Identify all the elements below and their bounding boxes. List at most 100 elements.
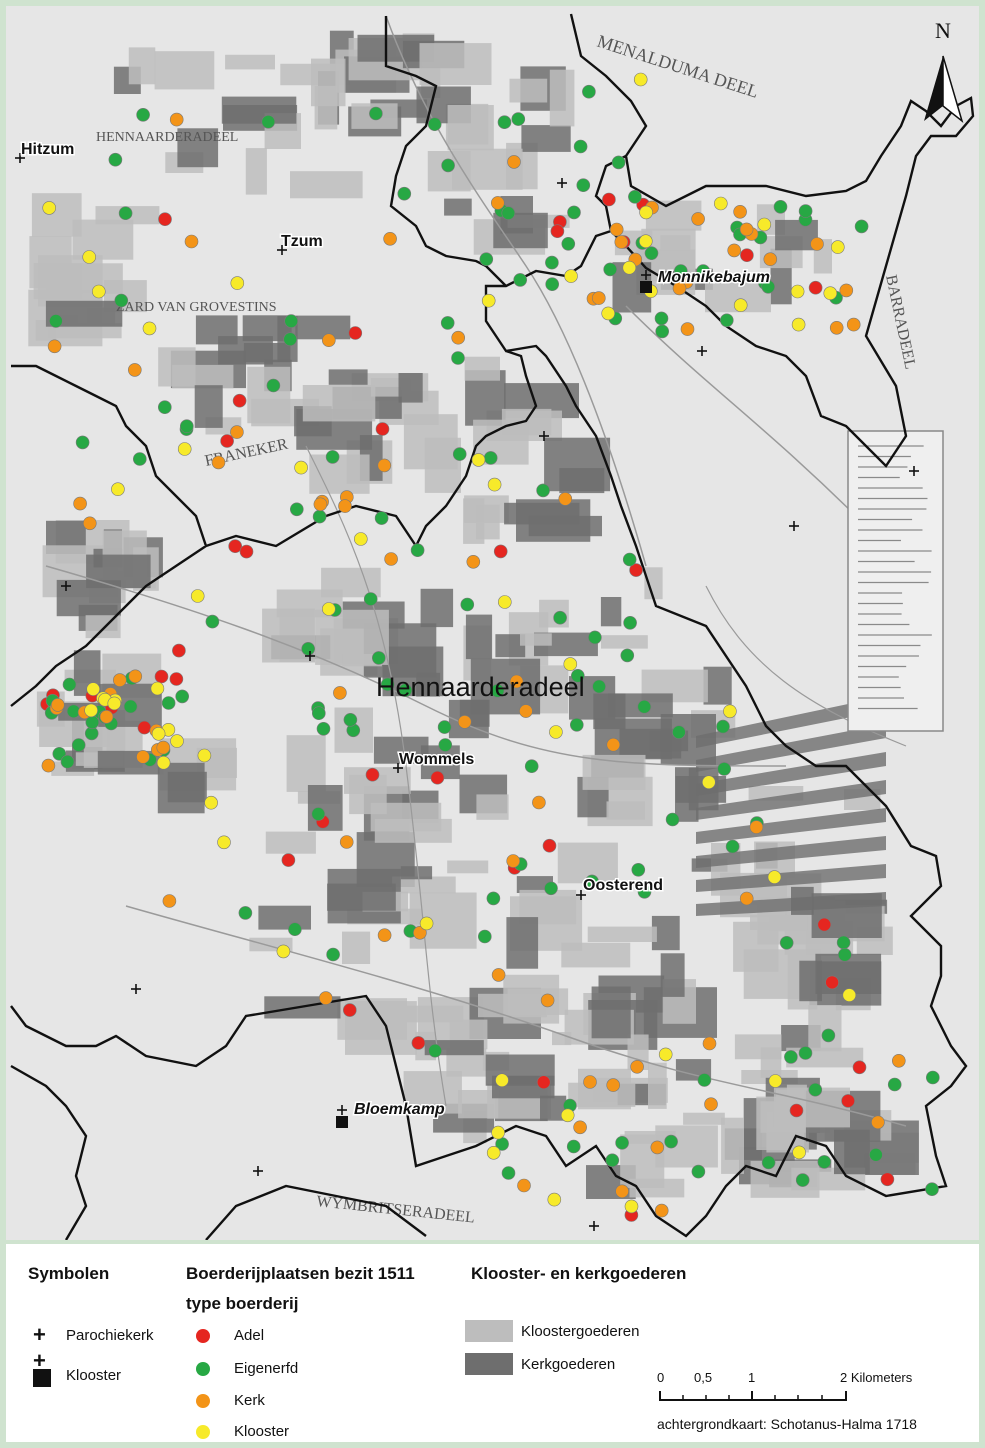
- estate-parcel: [311, 58, 346, 107]
- farm-point-eigenerfd: [623, 615, 637, 630]
- parochiekerk-symbol-unlabeled: [789, 521, 799, 531]
- farm-point-eigenerfd: [544, 881, 558, 896]
- symbol-monnikebajum-klooster: [640, 270, 652, 293]
- estate-parcel: [403, 1071, 462, 1114]
- estate-parcel: [85, 615, 121, 639]
- farm-point-kerk: [128, 363, 142, 377]
- estate-parcel: [509, 78, 548, 103]
- kloostergoederen-swatch: [465, 1320, 513, 1342]
- farm-point-eigenerfd: [719, 313, 734, 328]
- farm-point-eigenerfd: [501, 1166, 516, 1180]
- estate-parcel: [644, 567, 663, 600]
- legend-label-adel: Adel: [234, 1327, 265, 1344]
- estate-parcel: [600, 597, 622, 627]
- legend-goederen-title: Klooster- en kerkgoederen: [471, 1264, 687, 1283]
- farm-point-eigenerfd: [603, 262, 618, 277]
- farm-point-eigenerfd: [486, 891, 501, 906]
- farm-point-kerk: [184, 234, 199, 249]
- farm-point-eigenerfd: [62, 677, 77, 692]
- estate-parcel: [295, 315, 351, 340]
- farm-point-eigenerfd: [725, 839, 740, 854]
- farm-point-klooster: [86, 682, 100, 696]
- farm-point-adel: [172, 643, 186, 658]
- farm-point-eigenerfd: [158, 400, 172, 415]
- estate-parcel: [721, 1117, 744, 1174]
- parochiekerk-symbol-unlabeled: [61, 581, 71, 591]
- farm-point-eigenerfd: [180, 419, 194, 434]
- farm-point-kerk: [333, 686, 347, 700]
- farm-point-kerk: [609, 222, 624, 237]
- farm-point-eigenerfd: [75, 435, 90, 450]
- farm-point-eigenerfd: [477, 929, 492, 944]
- farm-point-eigenerfd: [798, 1046, 813, 1060]
- farm-point-kerk: [614, 235, 629, 249]
- farm-point-eigenerfd: [398, 683, 413, 698]
- farm-point-kerk: [702, 1036, 717, 1051]
- estate-parcel: [447, 860, 489, 874]
- farm-point-klooster: [823, 286, 838, 301]
- estate-parcel: [516, 876, 553, 893]
- place-label-oosterend: Oosterend: [583, 877, 663, 894]
- estate-parcel: [528, 515, 602, 537]
- farm-point-klooster: [42, 201, 57, 215]
- estate-parcel: [696, 864, 886, 892]
- farm-point-klooster: [107, 696, 122, 711]
- estate-parcel: [419, 43, 492, 85]
- farm-point-klooster: [486, 1146, 501, 1160]
- farm-point-kerk: [871, 1115, 885, 1130]
- farm-point-klooster: [177, 442, 192, 456]
- farm-point-kerk: [810, 237, 824, 251]
- farm-point-eigenerfd: [261, 115, 276, 129]
- north-arrow-right: [942, 55, 964, 124]
- farm-point-adel: [228, 539, 242, 554]
- farm-point-eigenerfd: [363, 592, 378, 606]
- farm-point-kerk: [339, 835, 354, 849]
- farm-point-kerk: [507, 155, 521, 169]
- parochiekerk-symbol-unlabeled: [253, 1166, 263, 1176]
- farm-point-kerk: [891, 1054, 906, 1068]
- place-label-bloemkamp: Bloemkamp: [354, 1101, 445, 1118]
- farm-point-eigenerfd: [437, 720, 452, 734]
- estate-parcel: [342, 931, 371, 964]
- farm-point-kerk: [491, 968, 506, 982]
- farm-point-klooster: [497, 595, 512, 609]
- klooster-cross-symbol: +: [33, 1348, 46, 1373]
- parochiekerk-symbol-unlabeled: [697, 346, 707, 356]
- farm-point-eigenerfd: [438, 738, 453, 752]
- farm-point-kerk: [162, 894, 177, 908]
- farm-point-eigenerfd: [289, 502, 304, 517]
- estate-parcel: [696, 780, 886, 820]
- farm-point-eigenerfd: [691, 1164, 706, 1179]
- farm-point-klooster: [471, 453, 486, 467]
- estate-parcel: [601, 635, 648, 649]
- farm-point-kerk: [680, 322, 695, 336]
- estate-parcel: [696, 892, 886, 916]
- farm-point-eigenerfd: [175, 689, 189, 704]
- farm-point-kerk: [47, 339, 62, 354]
- parochiekerk-symbol: +: [33, 1322, 46, 1347]
- farm-point-kerk: [466, 554, 481, 569]
- legend-panel: Symbolen + Parochiekerk + Klooster Boerd…: [6, 1244, 979, 1442]
- farm-point-klooster: [624, 1199, 639, 1214]
- farm-point-klooster: [767, 870, 782, 884]
- farm-point-kerk: [413, 925, 427, 940]
- farm-point-eigenerfd: [284, 314, 299, 328]
- symbol-wommels-parochiekerk: [393, 763, 403, 773]
- farm-point-adel: [825, 975, 839, 990]
- legend-parochiekerk-label: Parochiekerk: [66, 1327, 154, 1344]
- farm-point-klooster: [790, 284, 805, 299]
- estate-parcel: [568, 1082, 636, 1107]
- farm-point-kerk: [230, 425, 244, 439]
- farm-point-eigenerfd: [576, 178, 591, 192]
- farm-point-eigenerfd: [428, 1043, 442, 1058]
- farm-point-kerk: [490, 196, 505, 210]
- klooster-square-symbol: [33, 1369, 51, 1387]
- place-label-wommels: Wommels: [399, 751, 474, 768]
- farm-point-adel: [232, 393, 247, 408]
- farm-point-adel: [536, 1075, 551, 1089]
- estate-parcel: [247, 366, 291, 424]
- estate-parcel: [799, 960, 822, 1002]
- legend-label-eigenerfd: Eigenerfd: [234, 1360, 299, 1377]
- farm-point-adel: [808, 280, 823, 295]
- farm-point-eigenerfd: [655, 324, 670, 339]
